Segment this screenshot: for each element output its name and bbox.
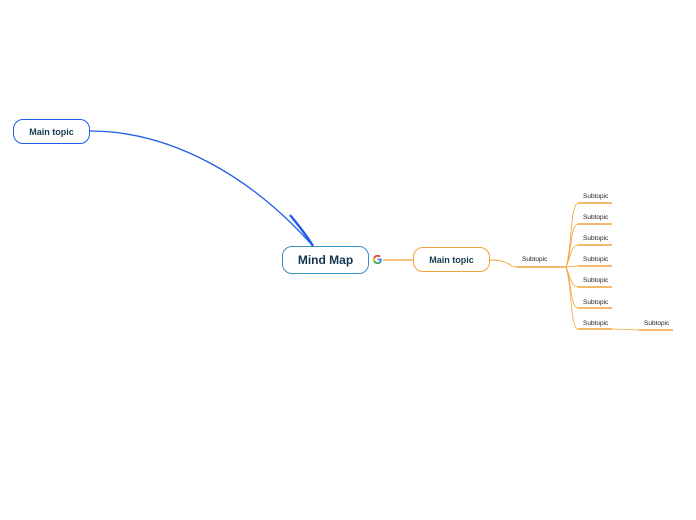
subtopic-level1[interactable]: Subtopic	[522, 256, 548, 263]
central-topic-label: Mind Map	[297, 253, 354, 267]
connector-right-main-to-subtopic	[489, 259, 517, 268]
subtopic-level2-item[interactable]: Subtopic	[583, 320, 609, 327]
connector-left-main	[89, 130, 314, 247]
subtopic-level2-item[interactable]: Subtopic	[583, 235, 609, 242]
subtopic-level2-item[interactable]: Subtopic	[583, 193, 609, 200]
level2-connectors	[565, 202, 579, 330]
main-topic-left[interactable]: Main topic	[13, 119, 90, 144]
main-topic-left-label: Main topic	[29, 126, 74, 137]
connector-level3	[611, 328, 640, 331]
main-topic-right-label: Main topic	[429, 254, 474, 265]
subtopic-level2-item[interactable]: Subtopic	[583, 214, 609, 221]
level2-underlines	[578, 202, 612, 330]
google-g-icon[interactable]	[372, 254, 383, 265]
central-topic[interactable]: Mind Map	[282, 246, 369, 274]
subtopic-level2-item[interactable]: Subtopic	[583, 277, 609, 284]
main-topic-right[interactable]: Main topic	[413, 247, 490, 272]
subtopic-level3[interactable]: Subtopic	[644, 320, 670, 327]
connector-left-main-thick	[289, 214, 315, 247]
subtopic-level2-item[interactable]: Subtopic	[583, 299, 609, 306]
subtopic-level2-item[interactable]: Subtopic	[583, 256, 609, 263]
